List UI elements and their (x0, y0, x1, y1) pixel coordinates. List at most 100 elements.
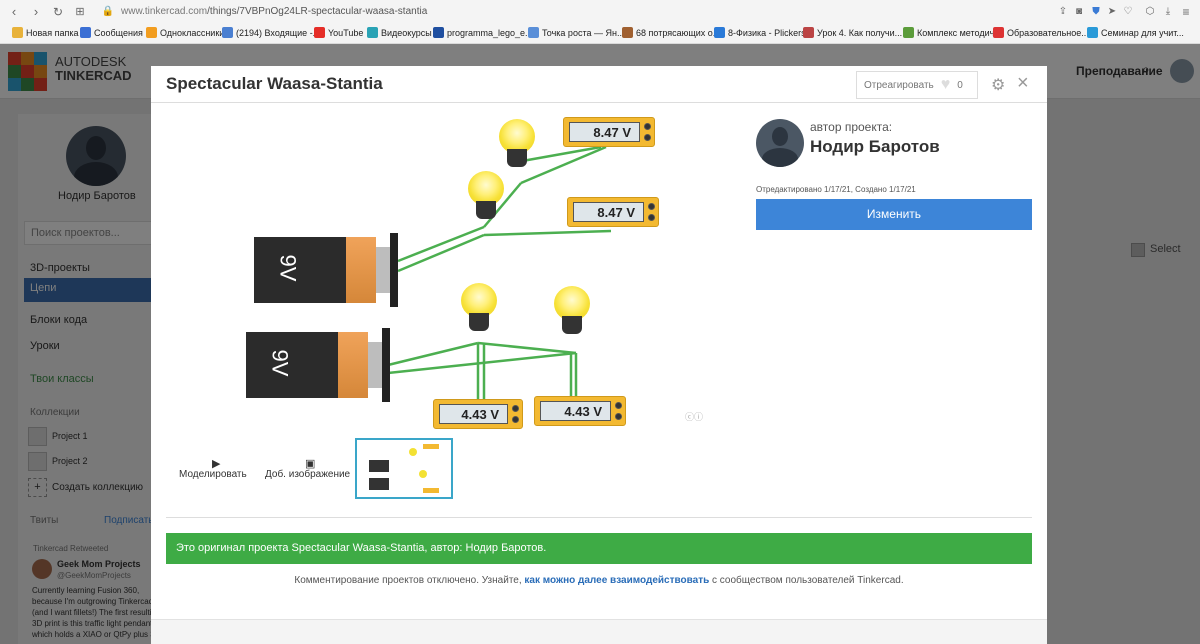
bookmark-label: Сообщения (94, 27, 143, 38)
battery-label: 9V (275, 254, 301, 282)
modal-footer (151, 619, 1047, 644)
bookmark-icon (803, 27, 814, 38)
bookmark-label: (2194) Входящие -... (236, 27, 321, 38)
bookmark-icon (146, 27, 157, 38)
bookmark-label: 68 потрясающих о... (636, 27, 721, 38)
author-name[interactable]: Нодир Баротов (810, 137, 940, 156)
meter-reading: 4.43 V (540, 401, 611, 421)
tabs-icon[interactable]: ⊞ (75, 6, 85, 18)
bookmark-icon (80, 27, 91, 38)
forward-icon[interactable]: › (33, 4, 39, 19)
thumb-bulb (409, 448, 417, 456)
bookmark-icon (622, 27, 633, 38)
bookmark-item[interactable]: (2194) Входящие -... (222, 27, 320, 38)
author-avatar (756, 119, 804, 167)
bookmark-icon (903, 27, 914, 38)
interact-link[interactable]: как можно далее взаимодействовать (524, 575, 710, 586)
divider (151, 102, 1047, 103)
meter-reading: 8.47 V (569, 122, 640, 142)
download-icon[interactable]: ⤓ (1165, 6, 1171, 17)
bookmark-label: Урок 4. Как получи... (817, 27, 903, 38)
bookmark-item[interactable]: Сообщения (80, 27, 143, 38)
edit-button[interactable]: Изменить (756, 199, 1032, 230)
bookmark-label: programma_lego_e... (447, 27, 533, 38)
bookmark-label: YouTube (328, 27, 364, 38)
bookmark-label: Комплекс методич... (917, 27, 1002, 38)
add-image-button[interactable]: Доб. изображение (265, 469, 351, 480)
comments-suffix: с сообществом пользователей Tinkercad. (712, 575, 904, 586)
bookmark-icon (12, 27, 23, 38)
multimeter: 8.47 V (567, 197, 659, 227)
comments-disabled: Комментирование проектов отключено. Узна… (151, 575, 1047, 586)
project-modal: Spectacular Waasa-Stantia Отреагировать … (151, 66, 1047, 644)
bookmark-item[interactable]: Точка роста — Ян... (528, 27, 624, 38)
bookmark-item[interactable]: Одноклассники (146, 27, 224, 38)
bookmark-item[interactable]: programma_lego_e... (433, 27, 533, 38)
bulb (461, 283, 497, 331)
divider (166, 517, 1032, 518)
react-button[interactable]: Отреагировать ♥ 0 (856, 71, 978, 99)
send-icon[interactable]: ➤ (1107, 6, 1117, 17)
bookmark-icon (714, 27, 725, 38)
bookmark-item[interactable]: YouTube (314, 27, 363, 38)
bookmark-label: Новая папка (26, 27, 79, 38)
bookmark-item[interactable]: 68 потрясающих о... (622, 27, 720, 38)
bookmark-label: Видеокурсы (381, 27, 432, 38)
bookmark-item[interactable]: Новая папка (12, 27, 78, 38)
browser-nav-row: ‹ › ↻ ⊞ 🔒 www.tinkercad.com/things/7VBPn… (0, 0, 1200, 24)
shield-icon[interactable]: ⛊ (1092, 6, 1100, 17)
bulb (554, 286, 590, 334)
react-count: 0 (957, 79, 963, 91)
bookmark-label: 8-Физика - Plickers (728, 27, 806, 38)
battery-9v: 9V (246, 328, 396, 402)
bookmark-icon (314, 27, 325, 38)
menu-icon[interactable]: ≡ (1182, 5, 1190, 19)
simulate-button[interactable]: Моделировать (179, 469, 247, 480)
bulb (468, 171, 504, 219)
bookmark-icon (222, 27, 233, 38)
bookmark-label: Одноклассники (160, 27, 225, 38)
close-icon[interactable]: × (1017, 72, 1029, 94)
back-icon[interactable]: ‹ (11, 4, 17, 19)
wires (387, 145, 612, 423)
url-path: /things/7VBPnOg24LR-spectacular-waasa-st… (207, 6, 428, 17)
meter-reading: 8.47 V (573, 202, 644, 222)
thumb-battery (369, 478, 389, 490)
bookmark-icon (993, 27, 1004, 38)
circuit-preview: 9V 9V 8.47 V 8.47 V 4.43 V 4.43 V ⓒⓘ (151, 103, 741, 433)
original-notice: Это оригинал проекта Spectacular Waasa-S… (166, 533, 1032, 564)
meter-reading: 4.43 V (439, 404, 508, 424)
gear-icon[interactable]: ⚙ (991, 77, 1006, 94)
image-icon[interactable]: ▣ (305, 458, 316, 470)
camera-icon[interactable]: ◙ (1075, 6, 1083, 17)
thumbnail[interactable] (355, 438, 453, 499)
bookmark-item[interactable]: 8-Физика - Plickers (714, 27, 806, 38)
bookmark-label: Точка роста — Ян... (542, 27, 625, 38)
bookmark-item[interactable]: Урок 4. Как получи... (803, 27, 902, 38)
multimeter: 4.43 V (534, 396, 626, 426)
share-icon[interactable]: ⇪ (1058, 6, 1068, 17)
url-domain: www.tinkercad.com (121, 6, 208, 17)
heart-icon: ♥ (940, 76, 951, 93)
thumb-battery (369, 460, 389, 472)
multimeter: 4.43 V (433, 399, 523, 429)
bookmark-icon (433, 27, 444, 38)
bookmark-item[interactable]: Комплекс методич... (903, 27, 1002, 38)
multimeter: 8.47 V (563, 117, 655, 147)
heart-icon[interactable]: ♡ (1123, 6, 1133, 17)
battery-label: 9V (267, 349, 293, 377)
cube-icon[interactable]: ⬡ (1145, 6, 1155, 17)
bookmark-icon (1087, 27, 1098, 38)
author-label: автор проекта: (810, 120, 893, 134)
thumb-meter (423, 444, 439, 449)
reload-icon[interactable]: ↻ (52, 5, 64, 19)
bookmark-item[interactable]: Семинар для учит... (1087, 27, 1184, 38)
url-bar[interactable]: www.tinkercad.com/things/7VBPnOg24LR-spe… (121, 6, 427, 17)
modal-title: Spectacular Waasa-Stantia (166, 74, 383, 93)
play-icon[interactable]: ▶ (212, 458, 221, 470)
bookmark-item[interactable]: Видеокурсы (367, 27, 432, 38)
bookmark-item[interactable]: Образовательное... (993, 27, 1089, 38)
lock-icon: 🔒 (101, 6, 115, 17)
bookmark-label: Образовательное... (1007, 27, 1089, 38)
bookmark-label: Семинар для учит... (1101, 27, 1184, 38)
